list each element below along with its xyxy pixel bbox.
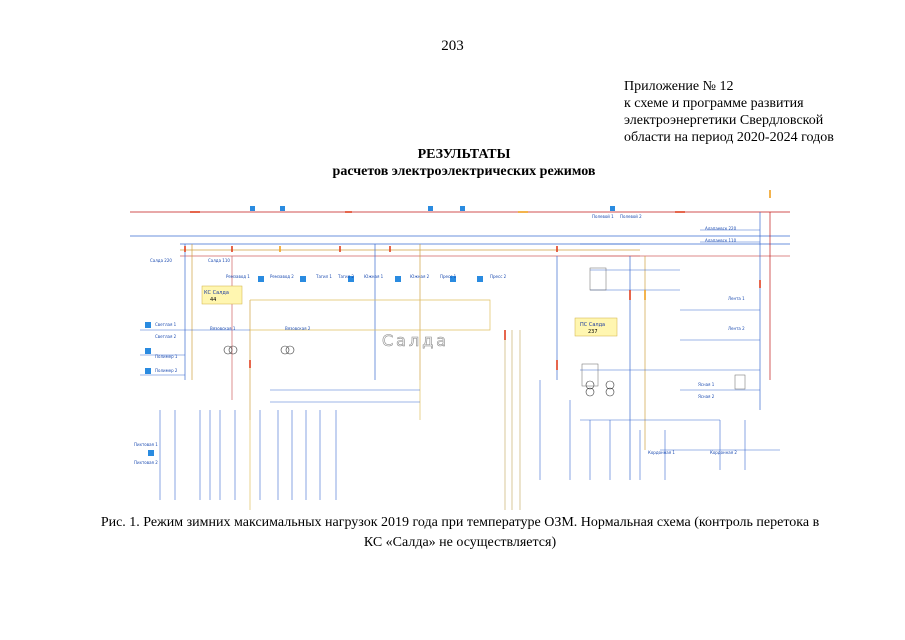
label-s20: Вязовская 2 <box>285 326 311 331</box>
ks-salda-name: КС Салда <box>204 290 229 296</box>
appendix-line-2: к схеме и программе развития <box>624 96 804 111</box>
ps-salda-name: ПС Салда <box>580 322 605 328</box>
label-s24: Полимер 2 <box>155 368 178 373</box>
label-s16: Лента 2 <box>728 326 745 331</box>
transformer-symbols <box>223 345 615 397</box>
ks-salda-value: 44 <box>210 297 216 303</box>
top-busbars <box>130 211 790 257</box>
page-number: 203 <box>441 38 464 54</box>
vertical-feeders <box>184 212 771 510</box>
label-s10: Пресс 2 <box>490 274 507 279</box>
label-s7: Южная 1 <box>364 274 384 279</box>
frame-boxes <box>581 267 746 390</box>
figure-caption: Рис. 1. Режим зимних максимальных нагруз… <box>60 513 860 553</box>
caption-line-1: Рис. 1. Режим зимних максимальных нагруз… <box>100 515 820 530</box>
power-network-diagram: КС Салда 44 ПС Салда 237 Салда Салда 220… <box>130 190 790 510</box>
ks-salda-box <box>201 285 243 305</box>
document-subtitle: расчетов электроэлектрических режимов <box>332 164 596 179</box>
label-s22: Светлая 2 <box>155 334 177 339</box>
bottom-drops <box>159 380 746 500</box>
label-s4: Ремзавод 2 <box>270 274 294 279</box>
caption-line-2: КС «Салда» не осуществляется) <box>363 535 557 550</box>
label-s23: Полимер 1 <box>155 354 178 359</box>
label-s25: Пихтовая 1 <box>134 442 158 447</box>
label-s26: Пихтовая 2 <box>134 460 158 465</box>
measurement-markers <box>184 190 771 370</box>
label-s13: Алапаевск 220 <box>705 226 737 231</box>
appendix-note: Приложение № 12 к схеме и программе разв… <box>624 78 834 146</box>
salda-boundary <box>249 299 491 510</box>
label-s1: Салда 220 <box>150 258 172 263</box>
label-s15: Лента 1 <box>728 296 745 301</box>
label-s19: Вязовская 1 <box>210 326 236 331</box>
label-s21: Светлая 1 <box>155 322 177 327</box>
label-s17: Ясная 1 <box>698 382 715 387</box>
appendix-line-1: Приложение № 12 <box>624 79 734 94</box>
label-s5: Тагил 1 <box>315 274 332 279</box>
label-s28: Кордонная 2 <box>710 450 737 455</box>
document-title: РЕЗУЛЬТАТЫ <box>417 147 511 162</box>
label-s9: Пресс 1 <box>440 274 457 279</box>
label-s18: Ясная 2 <box>698 394 715 399</box>
appendix-line-3: электроэнергетики Свердловской <box>624 113 824 128</box>
ps-salda-box <box>574 317 618 337</box>
label-s12: Полевой 2 <box>620 214 642 219</box>
label-s14: Алапаевск 110 <box>705 238 737 243</box>
label-s3: Ремзавод 1 <box>226 274 250 279</box>
label-s27: Кордонная 1 <box>648 450 675 455</box>
appendix-line-4: области на период 2020-2024 годов <box>624 130 834 145</box>
label-s8: Южная 2 <box>410 274 430 279</box>
center-label: Салда <box>382 331 449 350</box>
substation-labels: Салда 220 Салда 110 Ремзавод 1 Ремзавод … <box>134 214 745 465</box>
distribution-lines <box>140 229 780 451</box>
label-s11: Полевой 1 <box>592 214 614 219</box>
label-s2: Салда 110 <box>208 258 230 263</box>
nodes <box>145 206 615 456</box>
label-s6: Тагил 2 <box>337 274 354 279</box>
ps-salda-value: 237 <box>588 329 598 335</box>
